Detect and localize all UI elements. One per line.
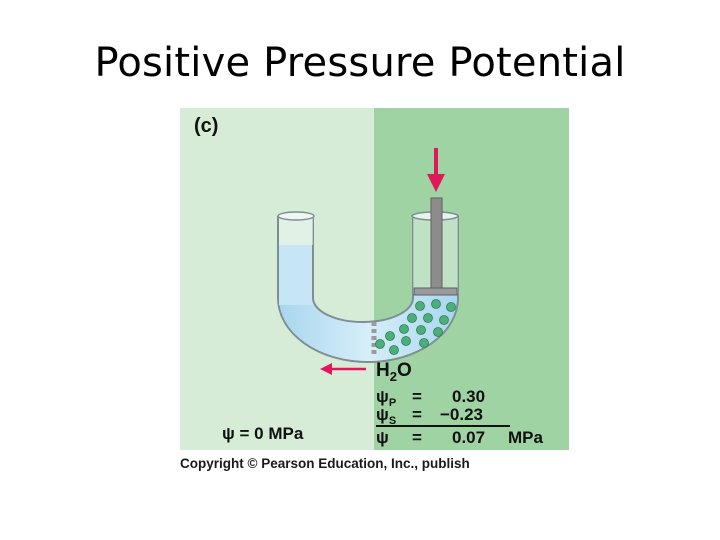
left-tube-rim	[277, 211, 315, 221]
left-water-column	[279, 245, 313, 305]
water-label: H2O	[376, 360, 412, 384]
force-arrow-head	[427, 174, 445, 192]
piston-head	[413, 287, 458, 296]
copyright-notice: Copyright © Pearson Education, Inc., pub…	[180, 456, 470, 471]
slide-title: Positive Pressure Potential	[94, 40, 626, 86]
u-tube-inner	[312, 216, 414, 323]
solute-particles	[375, 299, 456, 355]
panel-label: (c)	[194, 115, 218, 137]
right-background	[374, 108, 569, 450]
u-tube-diagram: (c)	[180, 108, 569, 450]
left-potential-label: ψ = 0 MPa	[222, 424, 304, 443]
left-glass-top	[279, 216, 313, 245]
u-tube-outer	[277, 216, 459, 363]
water-body	[279, 245, 457, 361]
piston-rod	[430, 197, 443, 291]
equation-pressure: ψP=0.30	[376, 387, 485, 409]
equation-solute: ψS=−0.23	[376, 405, 483, 427]
water-flow-arrow-head	[320, 363, 332, 375]
